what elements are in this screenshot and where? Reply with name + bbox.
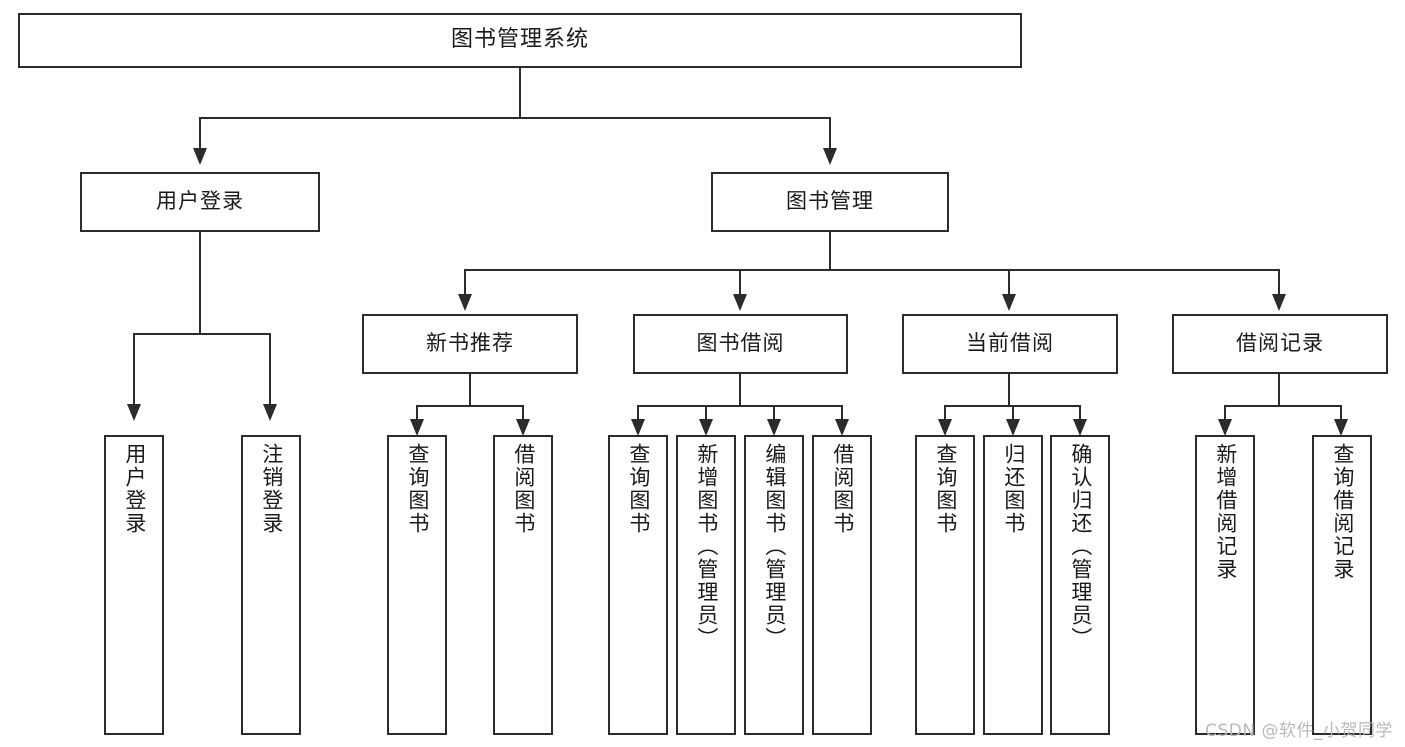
leaf-label: 借阅图书 xyxy=(511,443,536,535)
node-new-book-recommend[interactable]: 新书推荐 xyxy=(362,314,578,374)
connector-borrowrecord-bar xyxy=(1224,405,1342,407)
connector-bookmgmt-to-new xyxy=(464,269,466,295)
arrowhead-newbook-leaf1 xyxy=(410,419,424,436)
connector-newbook-stem xyxy=(469,374,471,406)
leaf-label: 编辑图书（管理员） xyxy=(762,443,787,650)
arrowhead-bookborrow-leaf4 xyxy=(835,419,849,436)
connector-bookmgmt-to-record xyxy=(1278,269,1280,295)
arrowhead-bookmgmt-current xyxy=(1002,294,1016,311)
leaf-label: 用户登录 xyxy=(122,443,147,535)
connector-newbook-to-leaf2 xyxy=(522,405,524,427)
leaf-logout[interactable]: 注销登录 xyxy=(241,435,301,735)
leaf-bookborrow-add-book[interactable]: 新增图书（管理员） xyxy=(676,435,736,735)
connector-userlogin-bar xyxy=(133,333,269,335)
connector-currentborrow-stem xyxy=(1008,374,1010,406)
connector-bookmgmt-to-current xyxy=(1008,269,1010,295)
connector-currentborrow-to-leaf3 xyxy=(1079,405,1081,427)
arrowhead-currentborrow-leaf2 xyxy=(1006,419,1020,436)
node-current-borrow[interactable]: 当前借阅 xyxy=(902,314,1118,374)
node-user-login[interactable]: 用户登录 xyxy=(80,172,320,232)
connector-borrowrecord-to-leaf1 xyxy=(1224,405,1226,427)
connector-userlogin-stem xyxy=(199,232,201,334)
connector-bookmgmt-to-borrow xyxy=(739,269,741,295)
leaf-borrowrecord-query-record[interactable]: 查询借阅记录 xyxy=(1312,435,1372,735)
arrowhead-currentborrow-leaf1 xyxy=(938,419,952,436)
leaf-bookborrow-query-book[interactable]: 查询图书 xyxy=(608,435,668,735)
connector-root-bar xyxy=(199,117,831,119)
connector-borrowrecord-to-leaf2 xyxy=(1340,405,1342,427)
leaf-borrowrecord-add-record[interactable]: 新增借阅记录 xyxy=(1195,435,1255,735)
leaf-newbook-borrow-book[interactable]: 借阅图书 xyxy=(493,435,553,735)
arrowhead-bookmgmt-record xyxy=(1272,294,1286,311)
leaf-label: 归还图书 xyxy=(1001,443,1026,535)
connector-borrowrecord-stem xyxy=(1278,374,1280,406)
connector-userlogin-to-leaf1 xyxy=(133,333,135,405)
leaf-bookborrow-edit-book[interactable]: 编辑图书（管理员） xyxy=(744,435,804,735)
connector-userlogin-to-leaf2 xyxy=(269,333,271,405)
arrowhead-borrowrecord-leaf2 xyxy=(1334,419,1348,436)
connector-root-to-userlogin xyxy=(199,117,201,149)
leaf-currentborrow-query-book[interactable]: 查询图书 xyxy=(915,435,975,735)
connector-bookmgmt-bar xyxy=(464,269,1280,271)
leaf-label: 新增借阅记录 xyxy=(1213,443,1238,581)
leaf-label: 查询借阅记录 xyxy=(1330,443,1355,581)
leaf-label: 注销登录 xyxy=(259,443,284,535)
connector-root-to-bookmgmt xyxy=(829,117,831,149)
arrowhead-borrowrecord-leaf1 xyxy=(1218,419,1232,436)
arrowhead-newbook-leaf2 xyxy=(516,419,530,436)
watermark-text: CSDN @软件_小贺同学 xyxy=(1205,721,1393,741)
arrowhead-bookborrow-leaf3 xyxy=(767,419,781,436)
leaf-label: 确认归还（管理员） xyxy=(1068,443,1093,650)
arrowhead-bookborrow-leaf1 xyxy=(631,419,645,436)
connector-bookborrow-to-leaf3 xyxy=(773,405,775,427)
leaf-label: 新增图书（管理员） xyxy=(694,443,719,650)
node-book-borrow[interactable]: 图书借阅 xyxy=(633,314,848,374)
connector-bookmgmt-stem xyxy=(829,232,831,270)
leaf-bookborrow-borrow-book[interactable]: 借阅图书 xyxy=(812,435,872,735)
connector-newbook-bar xyxy=(416,405,524,407)
connector-bookborrow-stem xyxy=(739,374,741,406)
arrowhead-bookmgmt-new xyxy=(458,294,472,311)
leaf-label: 借阅图书 xyxy=(830,443,855,535)
arrowhead-currentborrow-leaf3 xyxy=(1073,419,1087,436)
leaf-currentborrow-confirm-return[interactable]: 确认归还（管理员） xyxy=(1050,435,1110,735)
connector-currentborrow-to-leaf1 xyxy=(944,405,946,427)
arrowhead-userlogin-leaf2 xyxy=(263,404,277,421)
leaf-newbook-query-book[interactable]: 查询图书 xyxy=(387,435,447,735)
node-book-management[interactable]: 图书管理 xyxy=(711,172,949,232)
leaf-label: 查询图书 xyxy=(933,443,958,535)
arrowhead-bookmgmt-borrow xyxy=(733,294,747,311)
arrowhead-bookborrow-leaf2 xyxy=(699,419,713,436)
node-root-system[interactable]: 图书管理系统 xyxy=(18,13,1022,68)
connector-newbook-to-leaf1 xyxy=(416,405,418,427)
connector-bookborrow-to-leaf2 xyxy=(705,405,707,427)
connector-currentborrow-to-leaf2 xyxy=(1012,405,1014,427)
arrowhead-userlogin-leaf1 xyxy=(127,404,141,421)
connector-bookborrow-bar xyxy=(637,405,842,407)
leaf-currentborrow-return-book[interactable]: 归还图书 xyxy=(983,435,1043,735)
connector-bookborrow-to-leaf1 xyxy=(637,405,639,427)
leaf-label: 查询图书 xyxy=(626,443,651,535)
arrowhead-root-to-bookmgmt xyxy=(823,148,837,165)
connector-root-stem xyxy=(519,68,521,118)
arrowhead-root-to-userlogin xyxy=(193,148,207,165)
leaf-user-login[interactable]: 用户登录 xyxy=(104,435,164,735)
leaf-label: 查询图书 xyxy=(405,443,430,535)
node-borrow-record[interactable]: 借阅记录 xyxy=(1172,314,1388,374)
connector-bookborrow-to-leaf4 xyxy=(841,405,843,427)
